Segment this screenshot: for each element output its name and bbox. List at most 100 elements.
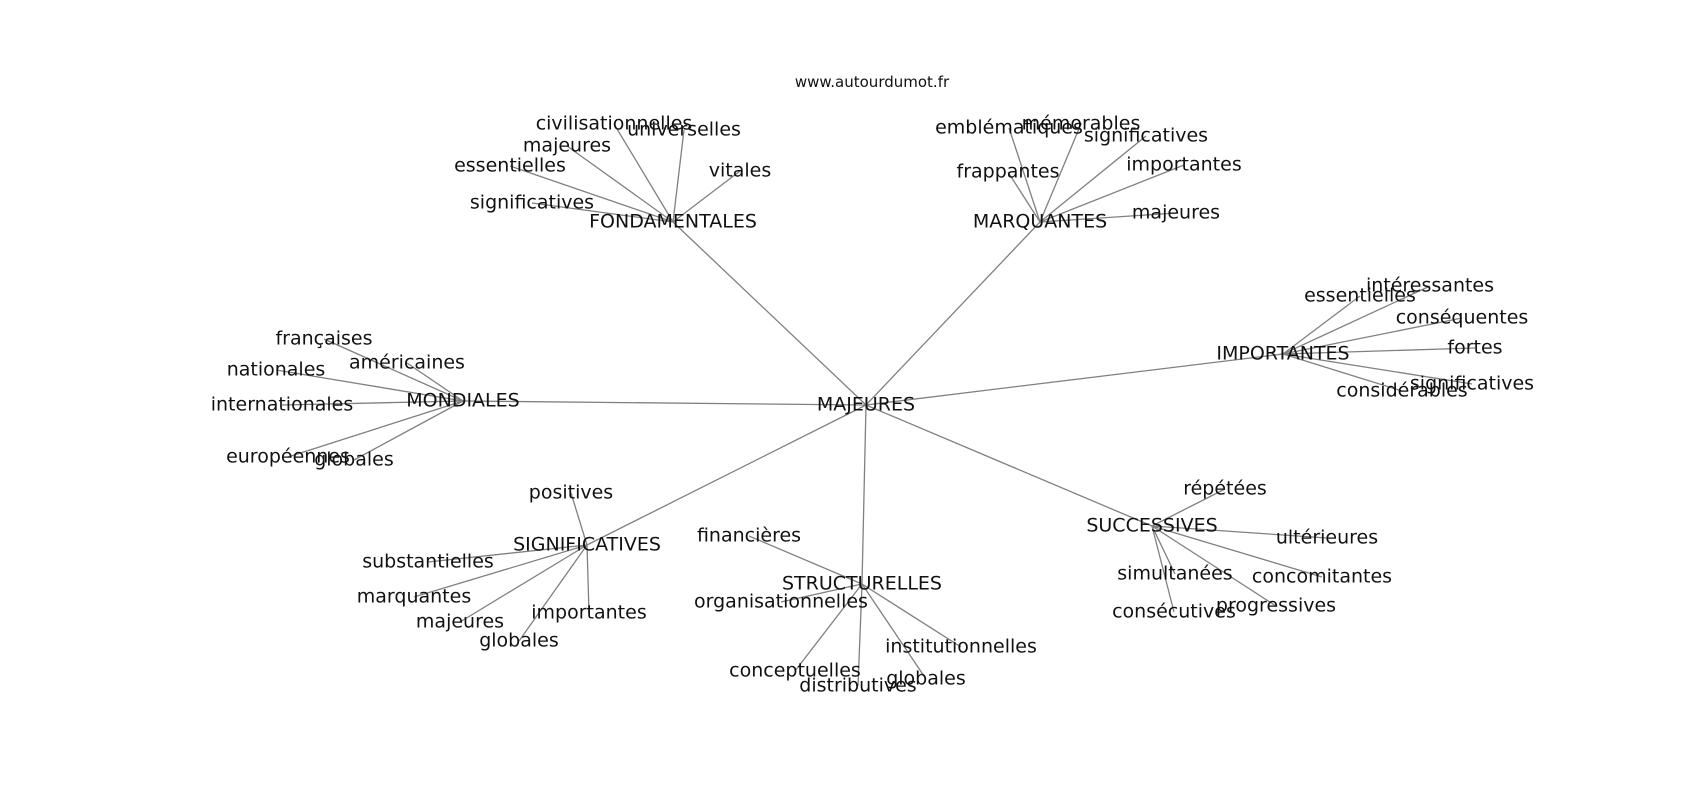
edge-marquantes-frappantes	[1007, 171, 1041, 223]
edge-successives-consecutives	[1151, 525, 1175, 613]
edge-fondamentales-universelles	[672, 129, 685, 223]
leaf-node-marquantes-significatives: significatives	[1084, 125, 1208, 147]
edge-successives-repetees	[1151, 488, 1226, 527]
leaf-node-importantes-significatives: significatives	[1410, 373, 1534, 395]
leaf-node-significatives-substantielles: substantielles	[362, 551, 494, 573]
edge-mondiales-americaines	[406, 362, 464, 402]
edge-successives-concomitantes	[1151, 525, 1323, 578]
center-node-label: MAJEURES	[817, 394, 915, 416]
leaf-node-successives-progressives: progressives	[1216, 595, 1336, 617]
edge-fondamentales-significatives	[531, 202, 674, 223]
cluster-node-mondiales: MONDIALES	[406, 390, 519, 412]
leaf-node-structurelles-conceptuelles: conceptuelles	[729, 660, 861, 682]
edge-center-marquantes	[865, 221, 1041, 406]
leaf-node-successives-concomitantes: concomitantes	[1252, 566, 1392, 588]
edge-significatives-positives	[570, 492, 588, 546]
leaf-node-mondiales-americaines: américaines	[349, 352, 465, 374]
leaf-node-marquantes-frappantes: frappantes	[957, 161, 1060, 183]
edge-structurelles-financieres	[748, 535, 863, 585]
leaf-node-importantes-consequentes: conséquentes	[1396, 307, 1529, 329]
edge-significatives-marquantes	[413, 544, 588, 598]
edge-mondiales-francaises	[323, 338, 464, 402]
cluster-node-fondamentales: FONDAMENTALES	[589, 211, 757, 233]
edge-importantes-considerables	[1282, 353, 1403, 392]
edge-successives-simultanees	[1151, 525, 1176, 575]
leaf-node-structurelles-globales: globales	[886, 668, 966, 690]
leaf-node-structurelles-organisationnelles: organisationnelles	[694, 591, 868, 613]
leaf-node-successives-simultanees: simultanées	[1117, 563, 1232, 585]
source-label: www.autourdumot.fr	[795, 73, 950, 91]
cluster-node-successives: SUCCESSIVES	[1086, 515, 1217, 537]
edge-marquantes-majeures	[1039, 212, 1177, 223]
edge-successives-progressives	[1151, 525, 1277, 607]
edge-structurelles-globales	[861, 583, 927, 680]
leaf-node-importantes-interessantes: intéressantes	[1366, 275, 1494, 297]
edge-successives-ulterieures	[1151, 525, 1328, 539]
leaf-node-mondiales-europeennes: européennes	[226, 446, 350, 468]
leaf-node-importantes-considerables: considérables	[1336, 380, 1467, 402]
edge-fondamentales-majeures	[566, 145, 674, 223]
leaf-node-structurelles-financieres: financières	[697, 525, 801, 547]
edge-mondiales-internationales	[281, 400, 464, 406]
leaf-node-significatives-globales: globales	[479, 630, 559, 652]
edge-significatives-importantes	[586, 544, 590, 614]
edge-fondamentales-essentielles	[509, 165, 674, 223]
leaf-node-successives-repetees: répétées	[1183, 478, 1267, 500]
leaf-node-marquantes-emblematiques: emblématiques	[935, 117, 1083, 139]
leaf-node-mondiales-globales: globales	[314, 449, 394, 471]
edge-significatives-substantielles	[427, 544, 588, 563]
leaf-node-marquantes-majeures: majeures	[1132, 202, 1220, 224]
cluster-node-structurelles: STRUCTURELLES	[782, 573, 942, 595]
edge-center-importantes	[865, 353, 1284, 406]
graph-labels: MAJEURESFONDAMENTALEScivilisationnellesu…	[211, 113, 1534, 697]
leaf-node-importantes-fortes: fortes	[1447, 337, 1502, 359]
leaf-node-structurelles-distributives: distributives	[799, 675, 916, 697]
edge-mondiales-europeennes	[287, 400, 464, 458]
leaf-node-fondamentales-essentielles: essentielles	[454, 155, 566, 177]
edge-structurelles-institutionnelles	[861, 583, 962, 648]
leaf-node-successives-consecutives: consécutives	[1112, 601, 1236, 623]
edge-marquantes-importantes	[1039, 164, 1185, 223]
edge-importantes-interessantes	[1282, 285, 1431, 355]
edge-fondamentales-vitales	[672, 170, 741, 223]
edge-significatives-majeures	[459, 544, 588, 623]
edge-importantes-fortes	[1282, 347, 1476, 355]
edge-significatives-globales	[518, 544, 588, 642]
edge-structurelles-distributives	[857, 583, 863, 687]
edge-fondamentales-civilisationnelles	[613, 123, 674, 223]
leaf-node-significatives-positives: positives	[529, 482, 613, 504]
cluster-node-significatives: SIGNIFICATIVES	[513, 534, 661, 556]
leaf-node-importantes-essentielles: essentielles	[1304, 285, 1416, 307]
edge-importantes-significatives	[1282, 353, 1473, 385]
edge-center-mondiales	[462, 400, 867, 406]
cluster-node-marquantes: MARQUANTES	[973, 211, 1107, 233]
edge-structurelles-organisationnelles	[780, 583, 863, 603]
edge-center-structurelles	[861, 404, 867, 585]
leaf-node-mondiales-nationales: nationales	[227, 359, 326, 381]
edge-center-significatives	[586, 404, 867, 546]
cluster-node-importantes: IMPORTANTES	[1216, 343, 1349, 365]
leaf-node-fondamentales-universelles: universelles	[627, 119, 741, 141]
leaf-node-mondiales-internationales: internationales	[211, 394, 354, 416]
edge-marquantes-memorables	[1039, 123, 1082, 223]
graph-edges	[275, 123, 1476, 687]
edge-mondiales-nationales	[275, 369, 464, 402]
leaf-node-fondamentales-civilisationnelles: civilisationnelles	[536, 113, 693, 135]
leaf-node-significatives-marquantes: marquantes	[357, 586, 471, 608]
leaf-node-mondiales-francaises: françaises	[275, 328, 372, 350]
leaf-node-fondamentales-vitales: vitales	[709, 160, 771, 182]
leaf-node-marquantes-importantes: importantes	[1126, 154, 1241, 176]
edge-importantes-essentielles	[1282, 295, 1361, 355]
leaf-node-significatives-importantes: importantes	[531, 602, 646, 624]
edge-marquantes-emblematiques	[1008, 127, 1041, 223]
leaf-node-significatives-majeures: majeures	[416, 611, 504, 633]
leaf-node-fondamentales-majeures: majeures	[523, 135, 611, 157]
edge-mondiales-globales	[353, 400, 464, 461]
leaf-node-successives-ulterieures: ultérieures	[1276, 527, 1378, 549]
edge-marquantes-significatives	[1039, 135, 1147, 223]
leaf-node-structurelles-institutionnelles: institutionnelles	[885, 636, 1037, 658]
leaf-node-marquantes-memorables: mémorables	[1022, 113, 1141, 135]
edge-structurelles-conceptuelles	[794, 583, 863, 672]
edge-center-successives	[865, 404, 1153, 527]
